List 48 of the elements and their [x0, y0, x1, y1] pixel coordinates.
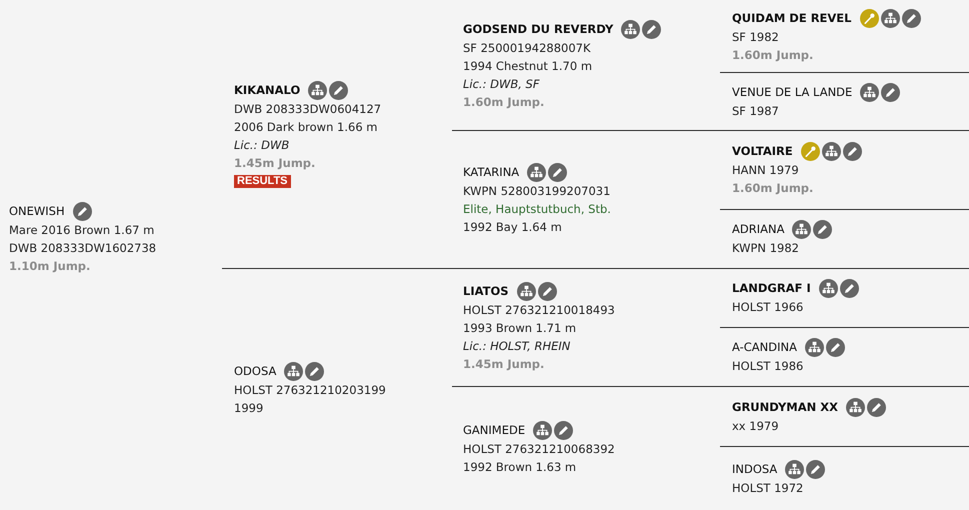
license-text: Lic.: HOLST, RHEIN — [463, 338, 570, 354]
detail-text: HOLST 1966 — [732, 299, 804, 316]
detail-text: HOLST 1972 — [732, 480, 804, 496]
horse-name: ADRIANA — [732, 221, 784, 238]
results-button: RESULTS — [234, 174, 291, 188]
detail-text: 1994 Chestnut 1.70 m — [463, 58, 592, 74]
horse-name: LIATOS — [463, 282, 509, 300]
horse-name: KATARINA — [463, 164, 520, 180]
jump-level: 1.45m Jump. — [234, 154, 316, 172]
detail-text: SF 25000194288007K — [463, 40, 591, 56]
horse-name: ONEWISH — [9, 202, 65, 220]
detail-text: 1993 Brown 1.71 m — [463, 320, 576, 336]
horse-name: QUIDAM DE REVEL — [732, 10, 852, 26]
studbook-text: Elite, Hauptstutbuch, Stb. — [463, 200, 611, 218]
horse-name: VENUE DE LA LANDE — [732, 84, 852, 100]
detail-text: Mare 2016 Brown 1.67 m — [9, 222, 154, 238]
horse-name: LANDGRAF I — [732, 280, 811, 297]
detail-text: KWPN 528003199207031 — [463, 182, 610, 200]
detail-text: KWPN 1982 — [732, 240, 799, 257]
jump-level: 1.60m Jump. — [463, 94, 544, 110]
horse-name: GODSEND DU REVERDY — [463, 20, 614, 38]
detail-text: xx 1979 — [732, 418, 779, 434]
jump-level: 1.10m Jump. — [9, 258, 90, 274]
detail-text: SF 1987 — [732, 102, 779, 120]
detail-text: HOLST 276321210018493 — [463, 302, 615, 318]
jump-level: 1.45m Jump. — [463, 356, 544, 372]
detail-text: 1992 Brown 1.63 m — [463, 458, 576, 476]
detail-text: HOLST 1986 — [732, 358, 804, 375]
license-text: Lic.: DWB, SF — [463, 76, 540, 92]
detail-text: 1992 Bay 1.64 m — [463, 218, 562, 236]
jump-level: 1.60m Jump. — [732, 180, 814, 197]
detail-text: 2006 Dark brown 1.66 m — [234, 118, 378, 136]
detail-text: HANN 1979 — [732, 162, 799, 179]
detail-text: DWB 208333DW0604127 — [234, 100, 382, 118]
horse-name: INDOSA — [732, 460, 778, 478]
horse-name: A-CANDINA — [732, 339, 797, 356]
detail-text: 1999 — [234, 400, 264, 416]
detail-text: HOLST 276321210068392 — [463, 440, 615, 458]
horse-name: ODOSA — [234, 362, 276, 380]
horse-name: GANIMEDE — [463, 422, 526, 438]
license-text: Lic.: DWB — [234, 136, 290, 154]
detail-text: DWB 208333DW1602738 — [9, 240, 156, 256]
jump-level: 1.60m Jump. — [732, 46, 814, 64]
detail-text: HOLST 276321210203199 — [234, 382, 386, 398]
horse-name: KIKANALO — [234, 82, 300, 98]
horse-name: VOLTAIRE — [732, 143, 793, 160]
horse-name: GRUNDYMAN XX — [732, 398, 838, 416]
detail-text: SF 1982 — [732, 28, 779, 46]
